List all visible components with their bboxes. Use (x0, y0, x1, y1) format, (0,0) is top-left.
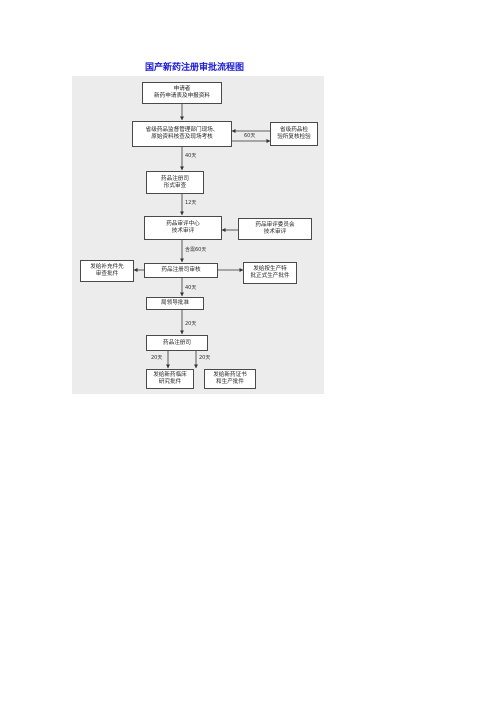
label-duration-6-right: 20天 (199, 355, 211, 361)
box-special-line1: 发给按生产特 (253, 266, 287, 272)
box-registry-dept: 药品注册司 (146, 335, 208, 351)
label-duration-4: 40天 (185, 285, 197, 291)
label-duration-3: 含需60天 (185, 247, 207, 253)
box-registry-formal-review: 药品注册司 形式审查 (146, 171, 204, 194)
box-certificate-line2: 和生产批件 (216, 379, 244, 385)
box-clinical-line2: 研究批件 (158, 379, 182, 385)
box-provincial-testing: 省级药品检 验所复核检验 (270, 122, 318, 146)
box-registry-line2: 形式审查 (163, 182, 187, 189)
label-duration-6-left: 20天 (151, 355, 163, 361)
box-testing-line2: 验所复核检验 (277, 134, 311, 140)
box-joint-line1: 药品注册司审核 (161, 267, 201, 273)
box-clinical-permit: 发给新药临床 研究批件 (146, 369, 194, 389)
box-clinical-line1: 发给新药临床 (153, 372, 187, 378)
box-new-drug-certificate: 发给新药证书 和生产批件 (204, 369, 256, 389)
box-bureau-approval: 局领导批准 (146, 297, 204, 310)
box-applicant: 申请者 新药申请表及申报资料 (142, 82, 222, 104)
box-supplement-line1: 发给补充件先 (90, 264, 124, 270)
box-special-line2: 批正式生产批件 (250, 273, 290, 279)
box-applicant-line2: 新药申请表及申报资料 (154, 93, 210, 99)
box-registry-dept-line1: 药品注册司 (163, 339, 191, 346)
box-evaluation-line2: 技术审评 (171, 228, 195, 234)
label-duration-2: 12天 (185, 200, 197, 206)
label-duration-5: 20天 (185, 321, 197, 327)
box-registry-line1: 药品注册司 (161, 175, 189, 182)
box-evaluation-line1: 药品审评中心 (166, 221, 200, 227)
box-special-approval: 发给按生产特 批正式生产批件 (243, 262, 297, 284)
box-expert-line1: 药品审评委员会 (255, 222, 295, 228)
box-expert-committee: 药品审评委员会 技术审评 (238, 218, 312, 240)
diagram-title: 国产新药注册审批流程图 (145, 63, 245, 73)
box-joint-review: 药品注册司审核 (144, 263, 218, 278)
box-provincial-line1: 省级药品监督管理部门现场、 (145, 127, 219, 133)
box-bureau-line1: 局领导批准 (161, 300, 189, 306)
box-provincial-line2: 原始资料核查及现场考核 (151, 134, 213, 140)
label-duration-1: 40天 (185, 153, 197, 159)
box-provincial-inspection: 省级药品监督管理部门现场、 原始资料核查及现场考核 (132, 121, 232, 147)
label-testing-duration: 60天 (244, 133, 256, 139)
box-expert-line2: 技术审评 (263, 229, 287, 235)
box-applicant-line1: 申请者 (173, 86, 191, 92)
box-evaluation-center: 药品审评中心 技术审评 (144, 216, 222, 240)
box-certificate-line1: 发给新药证书 (213, 372, 247, 378)
box-supplement-line2: 审查批件 (95, 271, 119, 277)
box-supplement-notice: 发给补充件先 审查批件 (80, 260, 134, 282)
box-testing-line1: 省级药品检 (280, 127, 308, 133)
